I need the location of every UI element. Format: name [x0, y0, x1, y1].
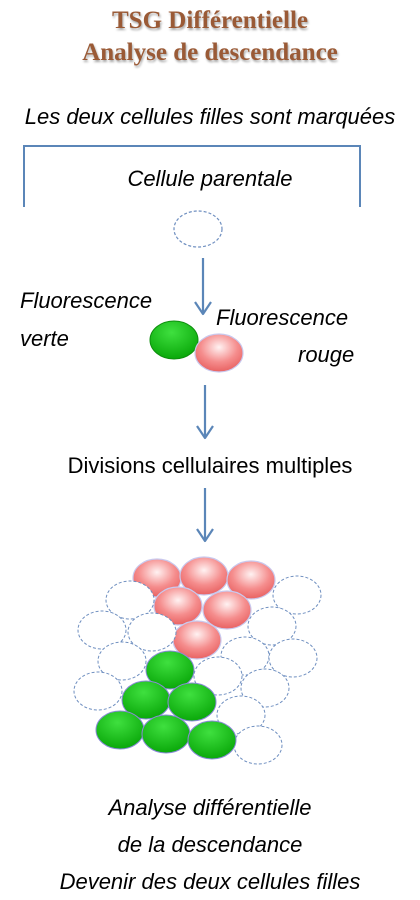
colony-empty-cell	[272, 575, 322, 615]
colony-green-cell	[167, 682, 217, 722]
colony-green-cell	[141, 714, 191, 754]
colony-empty-cell	[233, 725, 283, 765]
colony-red-cell	[153, 586, 203, 626]
red-label-line-1: Fluorescence	[216, 305, 349, 330]
colony-empty-cell	[77, 610, 127, 650]
footer-line-3: Devenir des deux cellules filles	[59, 869, 361, 894]
arrow-head-3	[196, 528, 214, 543]
colony	[73, 556, 322, 765]
colony-empty-cell	[97, 641, 147, 681]
colony-green-cell	[95, 710, 145, 750]
divisions-label: Divisions cellulaires multiples	[67, 453, 353, 478]
green-label-line-1: Fluorescence	[20, 288, 153, 313]
footer-line-2: de la descendance	[117, 832, 303, 857]
colony-green-cell	[187, 720, 237, 760]
daughter-green-cell	[149, 320, 199, 360]
colony-empty-cell	[247, 606, 297, 646]
colony-empty-cell	[240, 668, 290, 708]
colony-empty-cell	[268, 638, 318, 678]
red-label-line-2: rouge	[298, 342, 355, 367]
colony-empty-cell	[127, 612, 177, 652]
footer-line-1: Analyse différentielle	[108, 795, 312, 820]
colony-empty-cell	[105, 580, 155, 620]
arrow-head-1	[194, 301, 212, 316]
title-line-1: TSG Différentielle	[111, 7, 309, 34]
colony-red-cell	[202, 590, 252, 630]
colony-red-cell	[226, 560, 276, 600]
colony-empty-cell	[73, 671, 123, 711]
title-line-2: Analyse de descendance	[82, 39, 338, 66]
daughter-red-cell	[194, 333, 244, 373]
header-note: Les deux cellules filles sont marquées	[24, 104, 396, 129]
parent-cell	[173, 210, 223, 248]
arrow-head-2	[196, 425, 214, 440]
colony-empty-cell	[216, 695, 266, 735]
colony-green-cell	[145, 650, 195, 690]
green-label-line-2: verte	[20, 326, 69, 351]
bracket	[23, 145, 361, 207]
colony-empty-cell	[193, 656, 243, 696]
parent-label: Cellule parentale	[127, 166, 293, 191]
